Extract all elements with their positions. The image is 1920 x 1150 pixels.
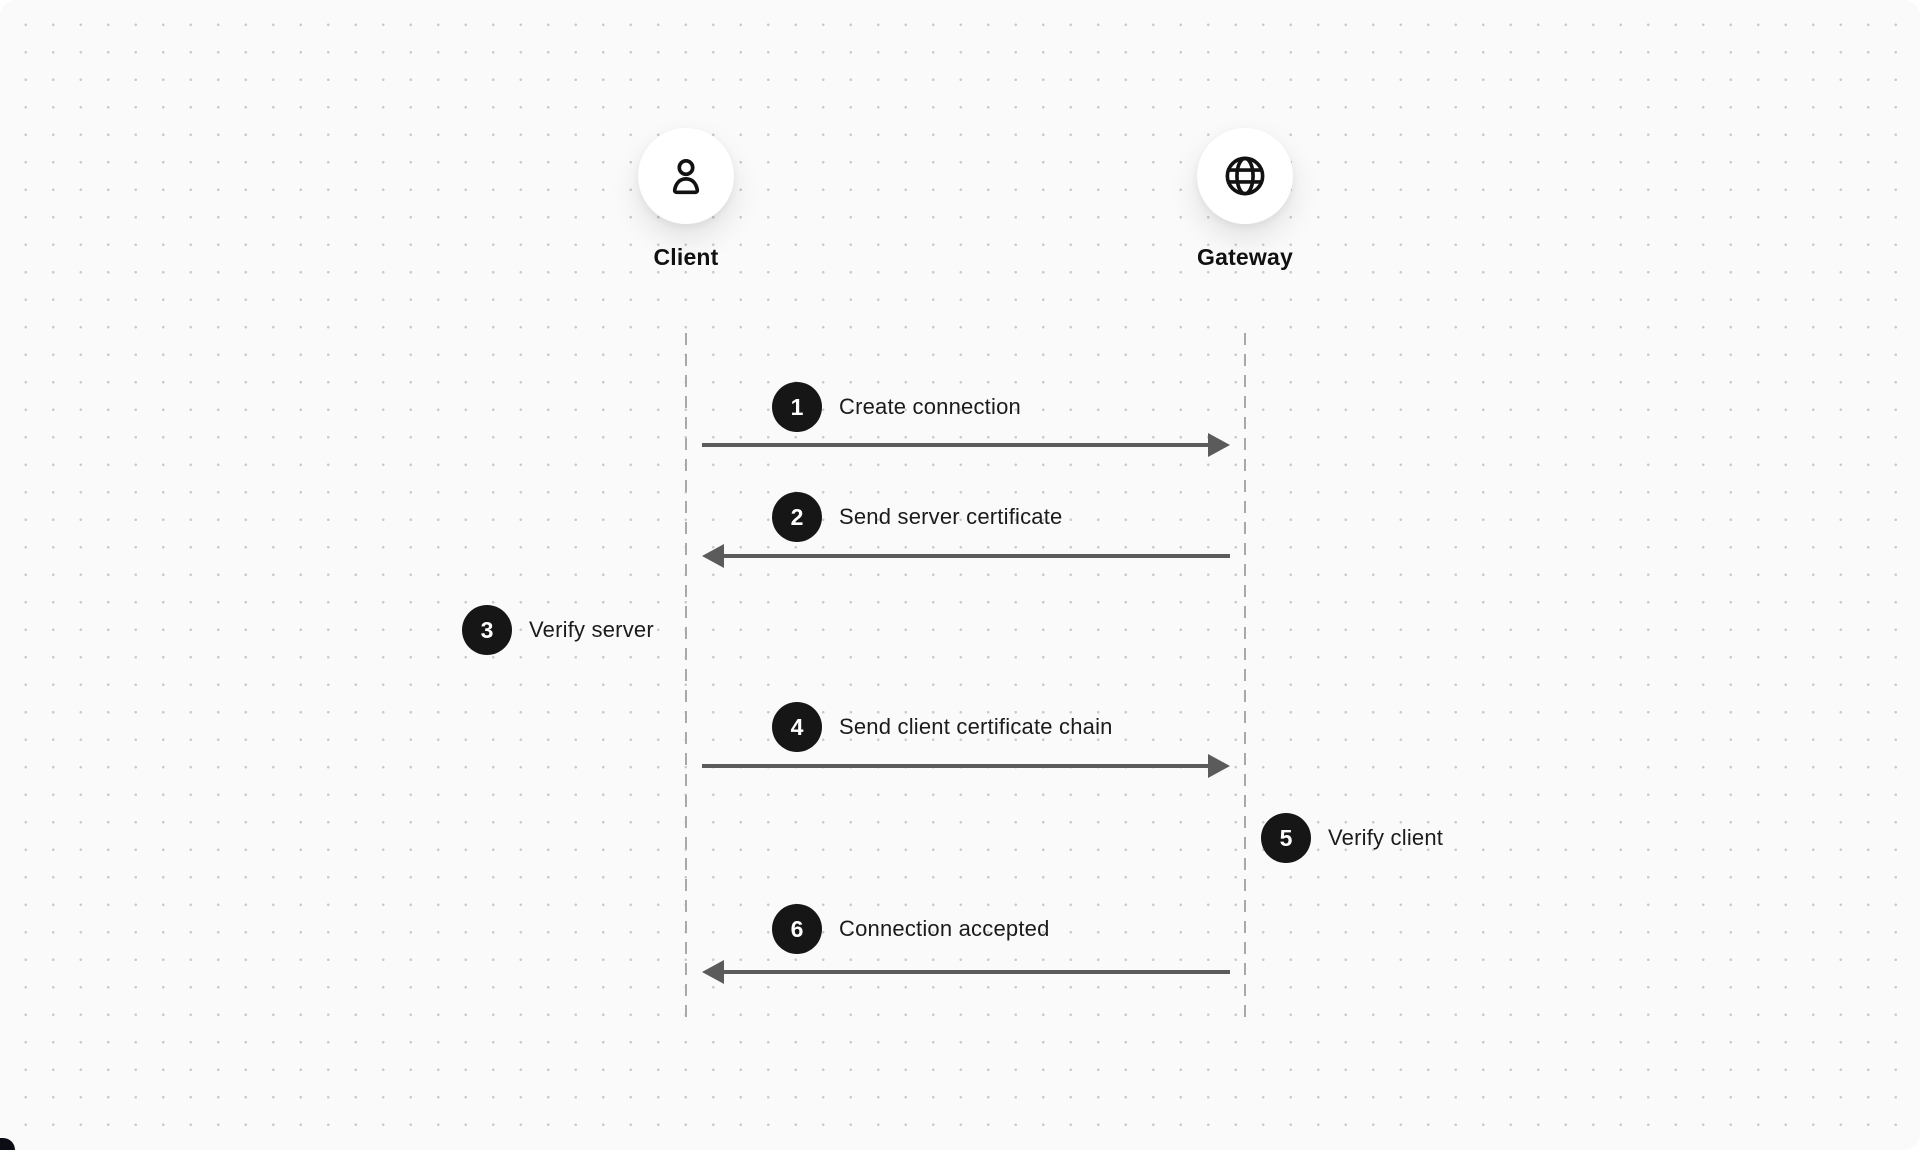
gateway-avatar [1197, 128, 1293, 224]
step-number-badge: 1 [772, 382, 822, 432]
step-label: Send client certificate chain [839, 714, 1113, 739]
actor-gateway: Gateway [1145, 128, 1345, 271]
step-label: Verify client [1328, 825, 1444, 850]
globe-icon [1225, 156, 1265, 196]
step-number-badge: 4 [772, 702, 822, 752]
step-label: Send server certificate [839, 504, 1063, 529]
arrow-shaft [720, 970, 1230, 974]
dev-indicator-corner [0, 1138, 15, 1150]
actor-client: Client [586, 128, 786, 271]
client-avatar [638, 128, 734, 224]
arrow-client-to-gateway-1 [702, 432, 1230, 458]
arrow-shaft [702, 764, 1212, 768]
step-label: Create connection [839, 394, 1021, 419]
arrow-shaft [720, 554, 1230, 558]
arrow-client-to-gateway-2 [702, 753, 1230, 779]
step-number-badge: 3 [462, 605, 512, 655]
arrow-shaft [702, 443, 1212, 447]
user-icon [672, 159, 700, 195]
step-number-badge: 2 [772, 492, 822, 542]
step-verify-server: 3 Verify server [462, 605, 654, 655]
step-create-connection: 1 Create connection [772, 382, 1021, 432]
arrow-head-right-icon [1208, 433, 1230, 457]
lifeline-gateway [1244, 333, 1246, 1022]
actor-client-label: Client [653, 244, 719, 270]
actor-gateway-label: Gateway [1196, 244, 1293, 270]
step-send-server-certificate: 2 Send server certificate [772, 492, 1062, 542]
step-connection-accepted: 6 Connection accepted [772, 904, 1050, 954]
step-label: Connection accepted [839, 916, 1050, 941]
step-label: Verify server [529, 617, 654, 642]
arrow-gateway-to-client-1 [702, 543, 1230, 569]
step-send-client-certificate-chain: 4 Send client certificate chain [772, 702, 1113, 752]
arrow-gateway-to-client-2 [702, 959, 1230, 985]
arrow-head-left-icon [702, 960, 724, 984]
step-number-badge: 5 [1261, 813, 1311, 863]
step-number-badge: 6 [772, 904, 822, 954]
step-verify-client: 5 Verify client [1261, 813, 1443, 863]
lifeline-client [685, 333, 687, 1022]
arrow-head-right-icon [1208, 754, 1230, 778]
arrow-head-left-icon [702, 544, 724, 568]
